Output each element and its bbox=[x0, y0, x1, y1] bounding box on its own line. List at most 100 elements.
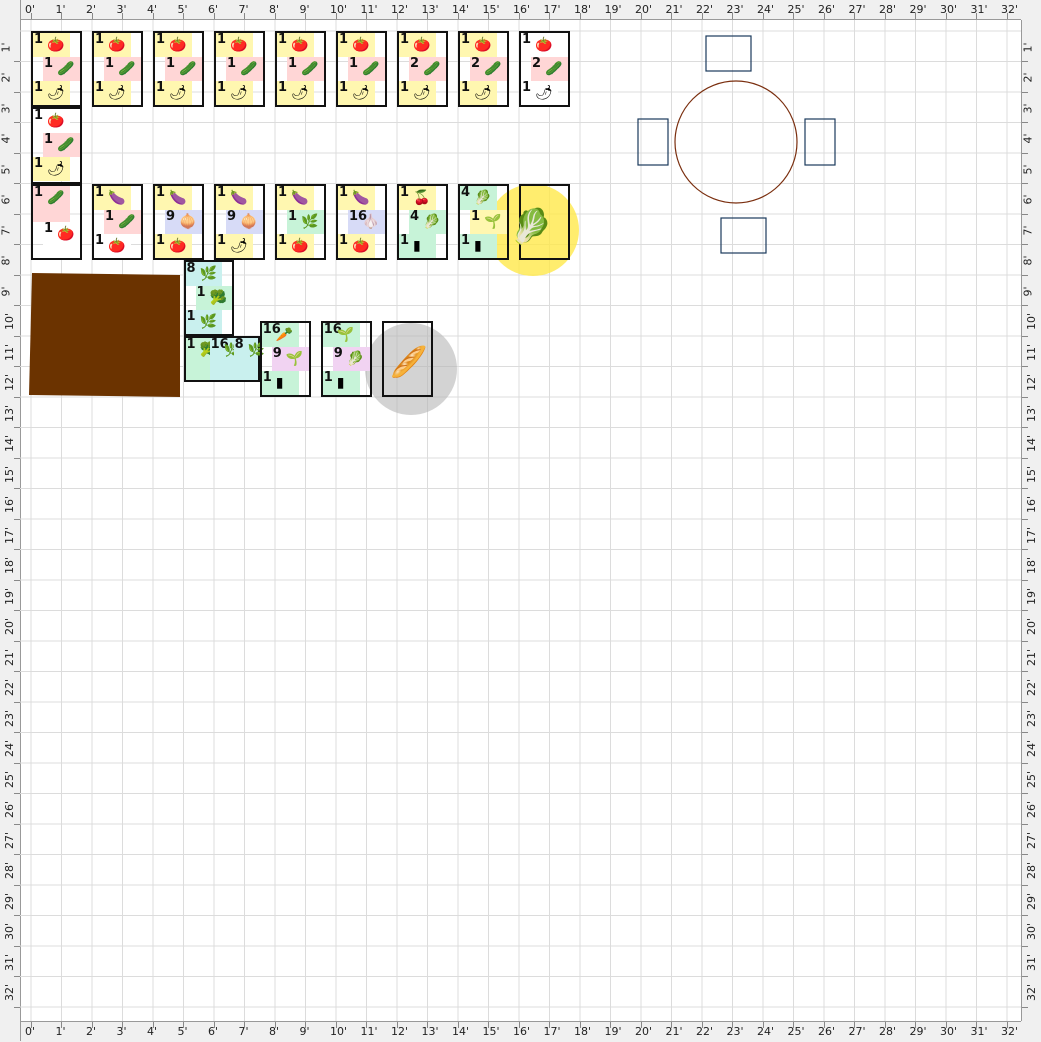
bed-broccoli[interactable]: 8🌿1🥦1🌿 bbox=[183, 259, 235, 336]
soil-patch[interactable] bbox=[29, 273, 180, 397]
planting-square[interactable]: 1▮ bbox=[460, 233, 497, 258]
bed-row1-8[interactable]: 1🍅2🥒1🌶 bbox=[458, 31, 509, 108]
planting-square[interactable]: 1🌶 bbox=[33, 80, 70, 106]
planting-square[interactable]: 1▮ bbox=[399, 233, 436, 258]
shade-spot[interactable] bbox=[365, 323, 457, 415]
bed-row1-4[interactable]: 1🍅1🥒1🌶 bbox=[214, 31, 265, 108]
planting-square[interactable]: 1🍅 bbox=[216, 32, 253, 58]
planting-square[interactable]: 1🍅 bbox=[94, 32, 131, 58]
bed-row1-7[interactable]: 1🍅2🥒1🌶 bbox=[397, 31, 448, 108]
ruler-tick bbox=[61, 1022, 62, 1028]
bed-row2-8[interactable]: 4🥬1🌱1▮ bbox=[458, 183, 509, 260]
bed-row1-5[interactable]: 1🍅1🥒1🌶 bbox=[275, 31, 326, 108]
planting-square[interactable]: 1🍅 bbox=[277, 233, 314, 258]
garden-canvas[interactable]: 1🍅1🥒1🌶1🍅1🥒1🌶1🍅1🥒1🌶1🍅1🥒1🌶1🍅1🥒1🌶1🍅1🥒1🌶1🍅2🥒… bbox=[20, 20, 1021, 1021]
planting-square[interactable]: 1🌶 bbox=[277, 80, 314, 106]
planting-square[interactable]: 1🌶 bbox=[33, 156, 70, 182]
planting-square[interactable]: 1🍆 bbox=[216, 185, 253, 210]
patio-table[interactable] bbox=[674, 80, 798, 204]
planting-square[interactable]: 1🌶 bbox=[338, 80, 375, 106]
chair-south[interactable] bbox=[720, 217, 767, 254]
planting-square[interactable]: 1▮ bbox=[322, 370, 360, 395]
bed-row2-9-sun[interactable] bbox=[519, 183, 570, 260]
planting-square[interactable]: 1🍅 bbox=[277, 32, 314, 58]
planting-square[interactable]: 1🌶 bbox=[155, 80, 192, 106]
planting-square[interactable]: 16🧄 bbox=[348, 209, 385, 234]
planting-square[interactable]: 2🥒 bbox=[409, 56, 446, 82]
planting-square[interactable]: 2🥒 bbox=[531, 56, 568, 82]
bed-row1-2[interactable]: 1🍅1🥒1🌶 bbox=[92, 31, 143, 108]
bed-row1-6[interactable]: 1🍅1🥒1🌶 bbox=[336, 31, 387, 108]
planting-square[interactable]: 9🌱 bbox=[271, 346, 309, 371]
bed-row2-2[interactable]: 1🍆1🥒1🍅 bbox=[92, 183, 143, 260]
bed-row3-1[interactable]: 16🥕9🌱1▮ bbox=[259, 320, 311, 397]
planting-square[interactable]: 9🥬 bbox=[332, 346, 370, 371]
planting-square[interactable]: 1🌿 bbox=[185, 309, 223, 334]
chair-north[interactable] bbox=[705, 35, 752, 72]
planting-square[interactable]: 4🥬 bbox=[409, 209, 446, 234]
bed-row2-4[interactable]: 1🍆9🧅1🌶 bbox=[214, 183, 265, 260]
planting-square[interactable]: 1🍅 bbox=[33, 108, 70, 134]
planting-square[interactable]: 9🧅 bbox=[165, 209, 202, 234]
bed-col-left[interactable]: 1🍅1🥒1🌶 bbox=[31, 107, 82, 184]
planting-square[interactable]: 1🥒 bbox=[287, 56, 324, 82]
planting-square[interactable]: 1🌶 bbox=[521, 80, 558, 106]
planting-square[interactable]: 1🍅 bbox=[521, 32, 558, 58]
planting-square[interactable]: 8🌿 bbox=[185, 261, 223, 286]
bed-row1-3[interactable]: 1🍅1🥒1🌶 bbox=[153, 31, 204, 108]
planting-square[interactable]: 1🍆 bbox=[338, 185, 375, 210]
planting-square[interactable]: 1🥒 bbox=[43, 132, 80, 158]
bed-row1-1[interactable]: 1🍅1🥒1🌶 bbox=[31, 31, 82, 108]
chair-east[interactable] bbox=[804, 118, 836, 166]
planting-square[interactable]: 1🍅 bbox=[155, 32, 192, 58]
bed-row2-1[interactable]: 1🥒1🍅 bbox=[31, 183, 82, 260]
planting-square[interactable]: 1🍅 bbox=[43, 221, 80, 258]
planting-square[interactable]: 1🍅 bbox=[155, 233, 192, 258]
planting-square[interactable]: 9🧅 bbox=[226, 209, 263, 234]
planting-square[interactable]: 1🥒 bbox=[165, 56, 202, 82]
planting-square[interactable]: 1🥒 bbox=[348, 56, 385, 82]
cabbage-icon[interactable]: 🥬 bbox=[510, 207, 553, 247]
bed-row2-7[interactable]: 1🍒4🥬1▮ bbox=[397, 183, 448, 260]
bed-row3-2[interactable]: 16🌱9🥬1▮ bbox=[320, 320, 372, 397]
planting-square[interactable]: 1🍅 bbox=[338, 32, 375, 58]
bed-row1-9[interactable]: 1🍅2🥒1🌶 bbox=[519, 31, 570, 108]
planting-square[interactable]: 1🌶 bbox=[216, 80, 253, 106]
planting-square[interactable]: 1🥒 bbox=[104, 56, 141, 82]
planting-square[interactable]: 1🥒 bbox=[226, 56, 263, 82]
planting-square[interactable]: 1🌶 bbox=[460, 80, 497, 106]
bed-row2-3[interactable]: 1🍆9🧅1🍅 bbox=[153, 183, 204, 260]
planting-square[interactable]: 1🥒 bbox=[33, 185, 70, 222]
planting-square[interactable]: 1🍆 bbox=[155, 185, 192, 210]
planting-square[interactable]: 1🥒 bbox=[104, 209, 141, 234]
planting-square[interactable]: 1🍅 bbox=[94, 233, 131, 258]
planting-square[interactable]: 16🥕 bbox=[261, 322, 299, 347]
planting-square[interactable]: 1🍒 bbox=[399, 185, 436, 210]
planting-square[interactable]: 1🌶 bbox=[216, 233, 253, 258]
planting-square[interactable]: 1🍅 bbox=[460, 32, 497, 58]
bed-row3-3-shade[interactable] bbox=[381, 320, 433, 397]
planting-square[interactable]: 1🌿 bbox=[287, 209, 324, 234]
planting-square[interactable]: 1🍅 bbox=[399, 32, 436, 58]
planting-square[interactable]: 2🥒 bbox=[470, 56, 507, 82]
planting-square[interactable]: 1🥒 bbox=[43, 56, 80, 82]
planting-square[interactable]: 1🍆 bbox=[94, 185, 131, 210]
rhubarb-icon[interactable]: 🥖 bbox=[390, 345, 428, 380]
ruler-tick bbox=[1022, 640, 1028, 642]
planting-square[interactable]: 1🌶 bbox=[399, 80, 436, 106]
planting-square[interactable]: 1🌶 bbox=[94, 80, 131, 106]
planting-square[interactable]: 1🌱 bbox=[470, 209, 507, 234]
planting-square[interactable]: 4🥬 bbox=[460, 185, 497, 210]
planting-square[interactable]: 1🥦 bbox=[195, 285, 233, 310]
bed-row2-5[interactable]: 1🍆1🌿1🍅 bbox=[275, 183, 326, 260]
chair-west[interactable] bbox=[637, 118, 669, 166]
planting-square[interactable]: 1▮ bbox=[261, 370, 299, 395]
planting-square[interactable]: 16🌿 bbox=[209, 337, 241, 380]
planting-square[interactable]: 1🍆 bbox=[277, 185, 314, 210]
planting-square[interactable]: 1🍅 bbox=[33, 32, 70, 58]
ruler-tick bbox=[30, 1022, 32, 1028]
planting-square[interactable]: 1🍅 bbox=[338, 233, 375, 258]
bed-row2-6[interactable]: 1🍆16🧄1🍅 bbox=[336, 183, 387, 260]
planting-square[interactable]: 1🥦 bbox=[185, 337, 217, 380]
planting-square[interactable]: 16🌱 bbox=[322, 322, 360, 347]
